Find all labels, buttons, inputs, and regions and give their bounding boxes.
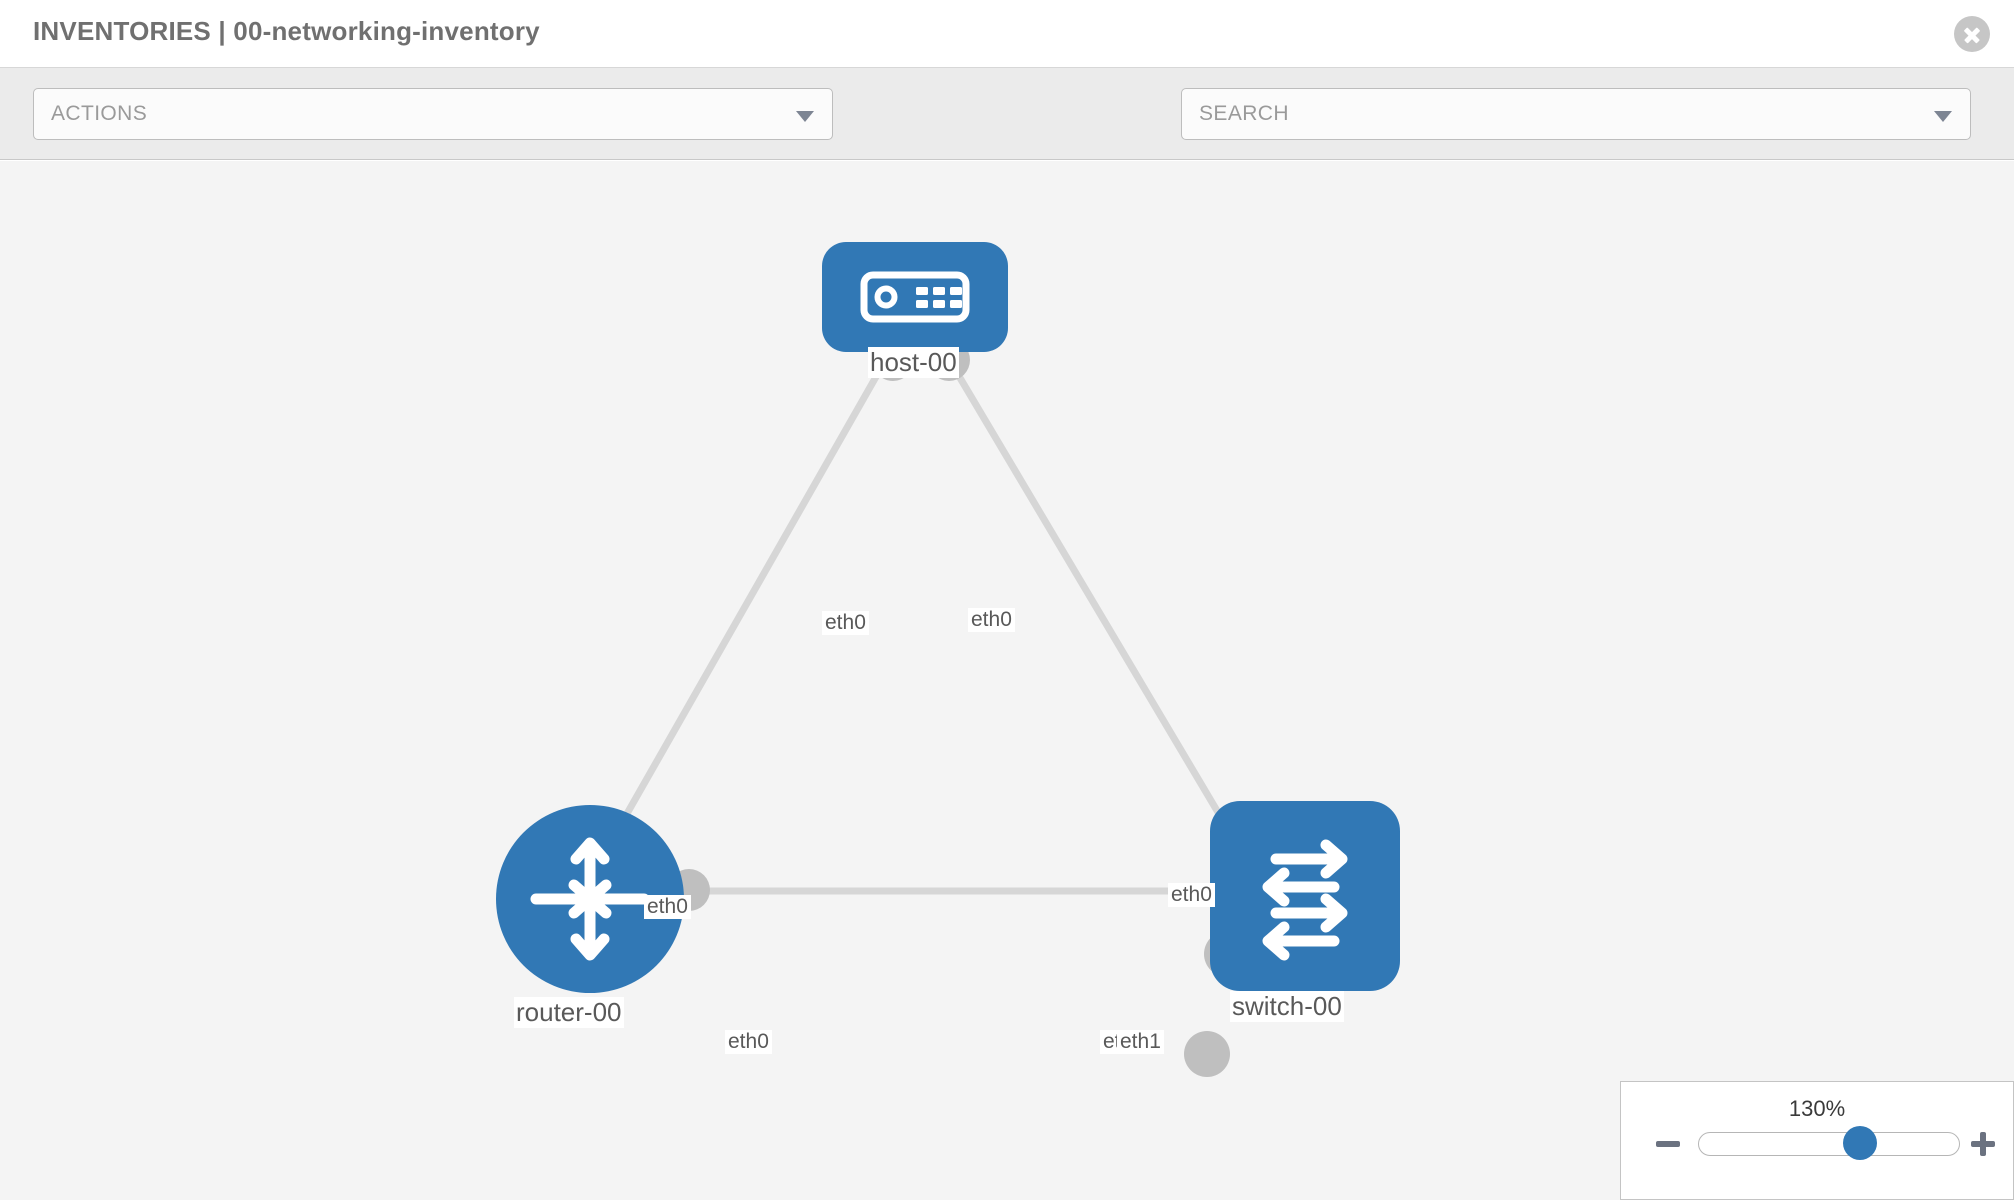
- actions-dropdown[interactable]: ACTIONS: [33, 88, 833, 140]
- zoom-slider-thumb[interactable]: [1843, 1126, 1877, 1160]
- edge-label-switch-up: eth0: [1168, 883, 1215, 907]
- edge-label-router-up: eth0: [644, 895, 691, 919]
- edge-label-host-left: eth0: [822, 611, 869, 635]
- node-router-00-label: router-00: [514, 997, 624, 1028]
- zoom-level-value: 130%: [1788, 1096, 1846, 1121]
- page-title: INVENTORIES | 00-networking-inventory: [33, 16, 540, 46]
- zoom-control-panel: 130%: [1620, 1081, 2014, 1200]
- plus-icon[interactable]: [1969, 1130, 1997, 1158]
- search-input[interactable]: SEARCH: [1181, 88, 1971, 140]
- node-switch-00[interactable]: switch-00: [1210, 801, 1400, 1022]
- actions-dropdown-label: ACTIONS: [51, 102, 148, 125]
- topology-canvas[interactable]: host-00 router-00: [0, 161, 2014, 1200]
- topology-edges: [596, 357, 1239, 895]
- minus-icon[interactable]: [1654, 1130, 1682, 1158]
- node-host-00-label: host-00: [868, 347, 959, 378]
- page-header: INVENTORIES | 00-networking-inventory: [0, 0, 2014, 68]
- node-host-00-shape[interactable]: [822, 242, 1008, 352]
- edge-label-switch-left-b: eth1: [1117, 1030, 1164, 1054]
- edge-label-host-right: eth0: [968, 608, 1015, 632]
- zoom-slider-track[interactable]: [1698, 1132, 1960, 1156]
- node-switch-00-label: switch-00: [1230, 991, 1344, 1022]
- search-placeholder: SEARCH: [1199, 102, 1289, 125]
- chevron-down-icon: [796, 111, 814, 122]
- toolbar: ACTIONS SEARCH: [0, 68, 2014, 198]
- edge-host-router: [596, 357, 889, 865]
- chevron-down-icon: [1934, 111, 1952, 122]
- node-switch-00-shape[interactable]: [1210, 801, 1400, 991]
- node-host-00[interactable]: host-00: [822, 242, 1008, 378]
- edge-host-switch: [946, 357, 1239, 845]
- close-icon[interactable]: [1954, 16, 1990, 52]
- edge-label-router-right: eth0: [725, 1030, 772, 1054]
- nub-switch-left: [1184, 1031, 1230, 1077]
